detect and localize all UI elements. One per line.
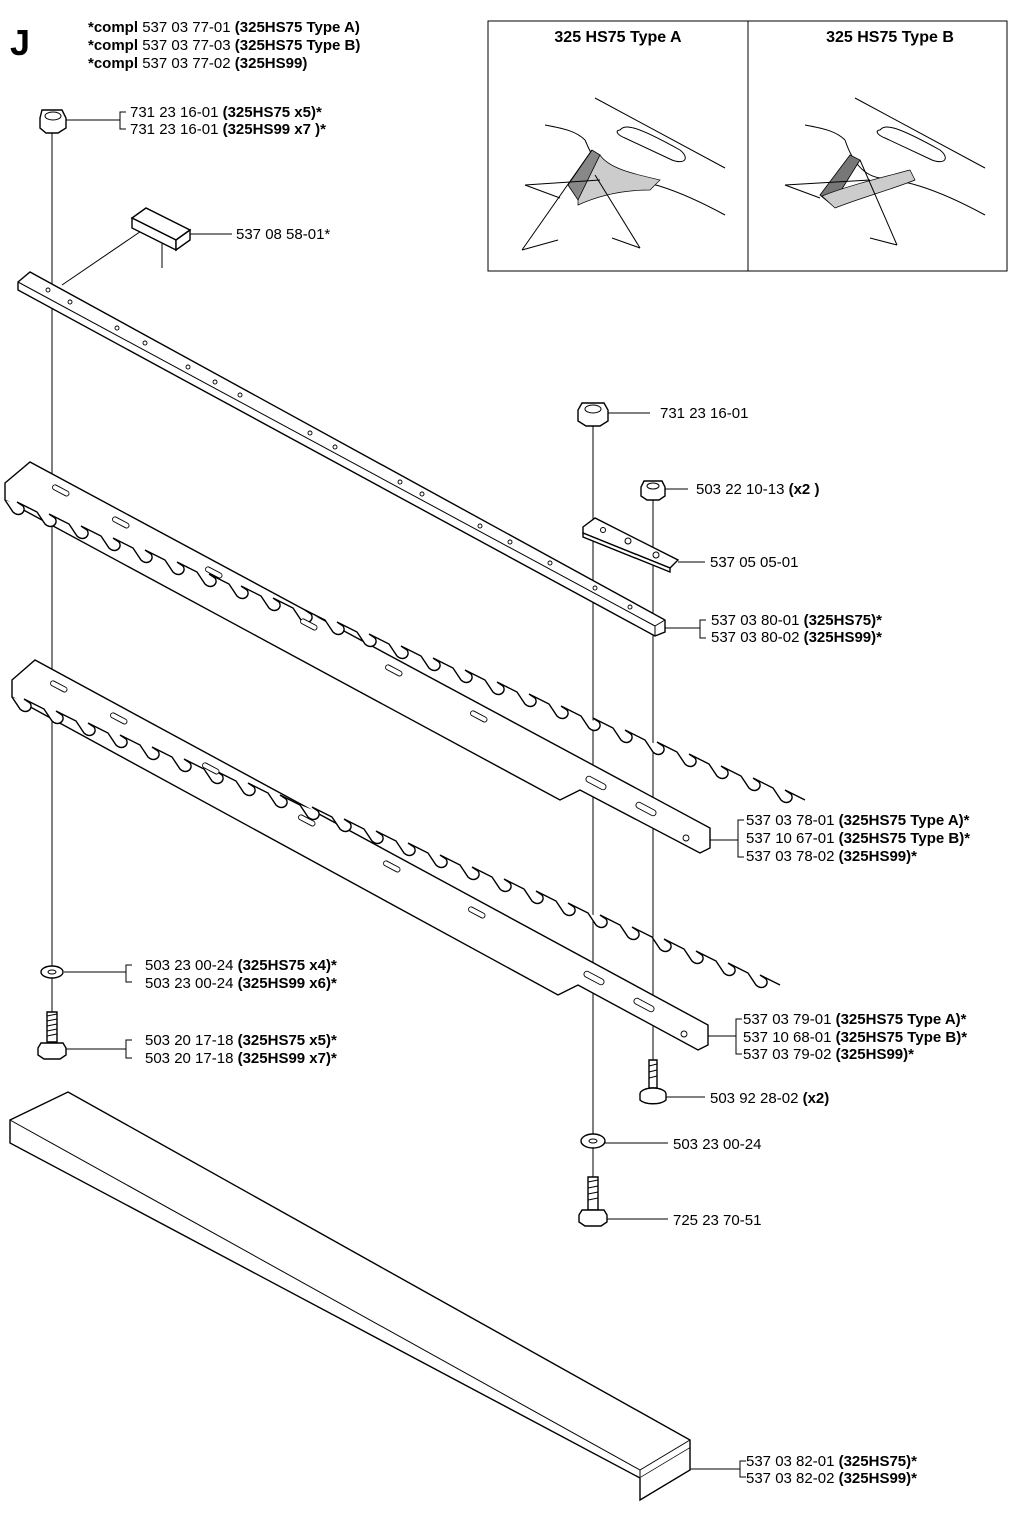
svg-text:537 03 82-02 (325HS99)*: 537 03 82-02 (325HS99)* [746, 1470, 917, 1487]
left-screw [37, 1011, 67, 1060]
svg-text:537 03 82-01 (325HS75)*: 537 03 82-01 (325HS75)* [746, 1453, 917, 1470]
svg-text:503 23 00-24 (325HS99 x6)*: 503 23 00-24 (325HS99 x6)* [145, 975, 337, 992]
callout-washer-left: 503 23 00-24 (325HS75 x4)* 503 23 00-24 … [145, 957, 337, 992]
svg-text:731 23 16-01: 731 23 16-01 [660, 405, 748, 422]
blade-guard [9, 1091, 691, 1502]
header-line-3: *compl 537 03 77-02 (325HS99) [88, 55, 307, 72]
svg-text:731 23 16-01 (325HS99 x7 )*: 731 23 16-01 (325HS99 x7 )* [130, 121, 326, 138]
callout-blade-upper: 537 03 78-01 (325HS75 Type A)* 537 10 67… [746, 812, 970, 865]
svg-text:537 03 80-01 (325HS75)*: 537 03 80-01 (325HS75)* [711, 612, 882, 629]
callout-guard: 537 03 82-01 (325HS75)* 537 03 82-02 (32… [746, 1453, 917, 1487]
svg-text:503 20 17-18 (325HS99 x7)*: 503 20 17-18 (325HS99 x7)* [145, 1050, 337, 1067]
small-screw [639, 1059, 667, 1105]
callout-screw-small: 503 92 28-02 (x2) [710, 1090, 829, 1107]
svg-text:537 03 79-02 (325HS99)*: 537 03 79-02 (325HS99)* [743, 1046, 914, 1063]
type-a-tooth-sketch [521, 97, 726, 251]
blade-clip [130, 207, 192, 252]
inset-title-type-b: 325 HS75 Type B [826, 29, 954, 46]
right-screw [578, 1176, 608, 1227]
small-nut [640, 480, 666, 501]
svg-text:537 10 68-01 (325HS75 Type B)*: 537 10 68-01 (325HS75 Type B)* [743, 1029, 967, 1046]
svg-text:537 08 58-01*: 537 08 58-01* [236, 226, 330, 243]
section-letter: J [10, 22, 30, 63]
callout-nut-right: 731 23 16-01 [660, 405, 748, 422]
upper-cutter-blade [4, 461, 806, 854]
svg-text:503 23 00-24: 503 23 00-24 [673, 1136, 761, 1153]
lower-cutter-blade [11, 659, 781, 1051]
svg-text:537 05 05-01: 537 05 05-01 [710, 554, 798, 571]
support-bar [17, 271, 666, 637]
svg-text:503 92 28-02 (x2): 503 92 28-02 (x2) [710, 1090, 829, 1107]
svg-text:503 23 00-24 (325HS75 x4)*: 503 23 00-24 (325HS75 x4)* [145, 957, 337, 974]
callout-nut-top: 731 23 16-01 (325HS75 x5)* 731 23 16-01 … [130, 104, 326, 138]
header-line-2: *compl 537 03 77-03 (325HS75 Type B) [88, 37, 360, 54]
header-line-1: *compl 537 03 77-01 (325HS75 Type A) [88, 19, 360, 36]
svg-text:537 03 78-01 (325HS75 Type A)*: 537 03 78-01 (325HS75 Type A)* [746, 812, 970, 829]
callout-blade-lower: 537 03 79-01 (325HS75 Type A)* 537 10 68… [743, 1011, 967, 1063]
top-nut [39, 109, 67, 134]
svg-text:503 22 10-13 (x2 ): 503 22 10-13 (x2 ) [696, 481, 819, 498]
svg-text:537 03 80-02 (325HS99)*: 537 03 80-02 (325HS99)* [711, 629, 882, 646]
callout-screw-right: 725 23 70-51 [673, 1212, 761, 1229]
svg-text:537 03 78-02 (325HS99)*: 537 03 78-02 (325HS99)* [746, 848, 917, 865]
svg-text:537 03 79-01 (325HS75 Type A)*: 537 03 79-01 (325HS75 Type A)* [743, 1011, 967, 1028]
callout-clip: 537 08 58-01* [236, 226, 330, 243]
callout-washer-right: 503 23 00-24 [673, 1136, 761, 1153]
blade-detail-inset: 325 HS75 Type A 325 HS75 Type B [487, 20, 1008, 272]
right-washer [580, 1133, 606, 1149]
svg-text:503 20 17-18 (325HS75 x5)*: 503 20 17-18 (325HS75 x5)* [145, 1032, 337, 1049]
type-b-tooth-sketch [784, 97, 986, 246]
callout-nut-small: 503 22 10-13 (x2 ) [696, 481, 819, 498]
right-nut [577, 402, 609, 427]
svg-text:537 10 67-01 (325HS75 Type B)*: 537 10 67-01 (325HS75 Type B)* [746, 830, 970, 847]
left-washer [40, 965, 64, 979]
inset-title-type-a: 325 HS75 Type A [554, 29, 682, 46]
assembly-header: *compl 537 03 77-01 (325HS75 Type A) *co… [88, 19, 360, 72]
callout-bar: 537 03 80-01 (325HS75)* 537 03 80-02 (32… [711, 612, 882, 646]
svg-text:725 23 70-51: 725 23 70-51 [673, 1212, 761, 1229]
svg-text:731 23 16-01 (325HS75 x5)*: 731 23 16-01 (325HS75 x5)* [130, 104, 322, 121]
link-plate [582, 517, 680, 574]
callout-link-plate: 537 05 05-01 [710, 554, 798, 571]
leader-lines [64, 111, 746, 1478]
callout-screw-left: 503 20 17-18 (325HS75 x5)* 503 20 17-18 … [145, 1032, 337, 1067]
